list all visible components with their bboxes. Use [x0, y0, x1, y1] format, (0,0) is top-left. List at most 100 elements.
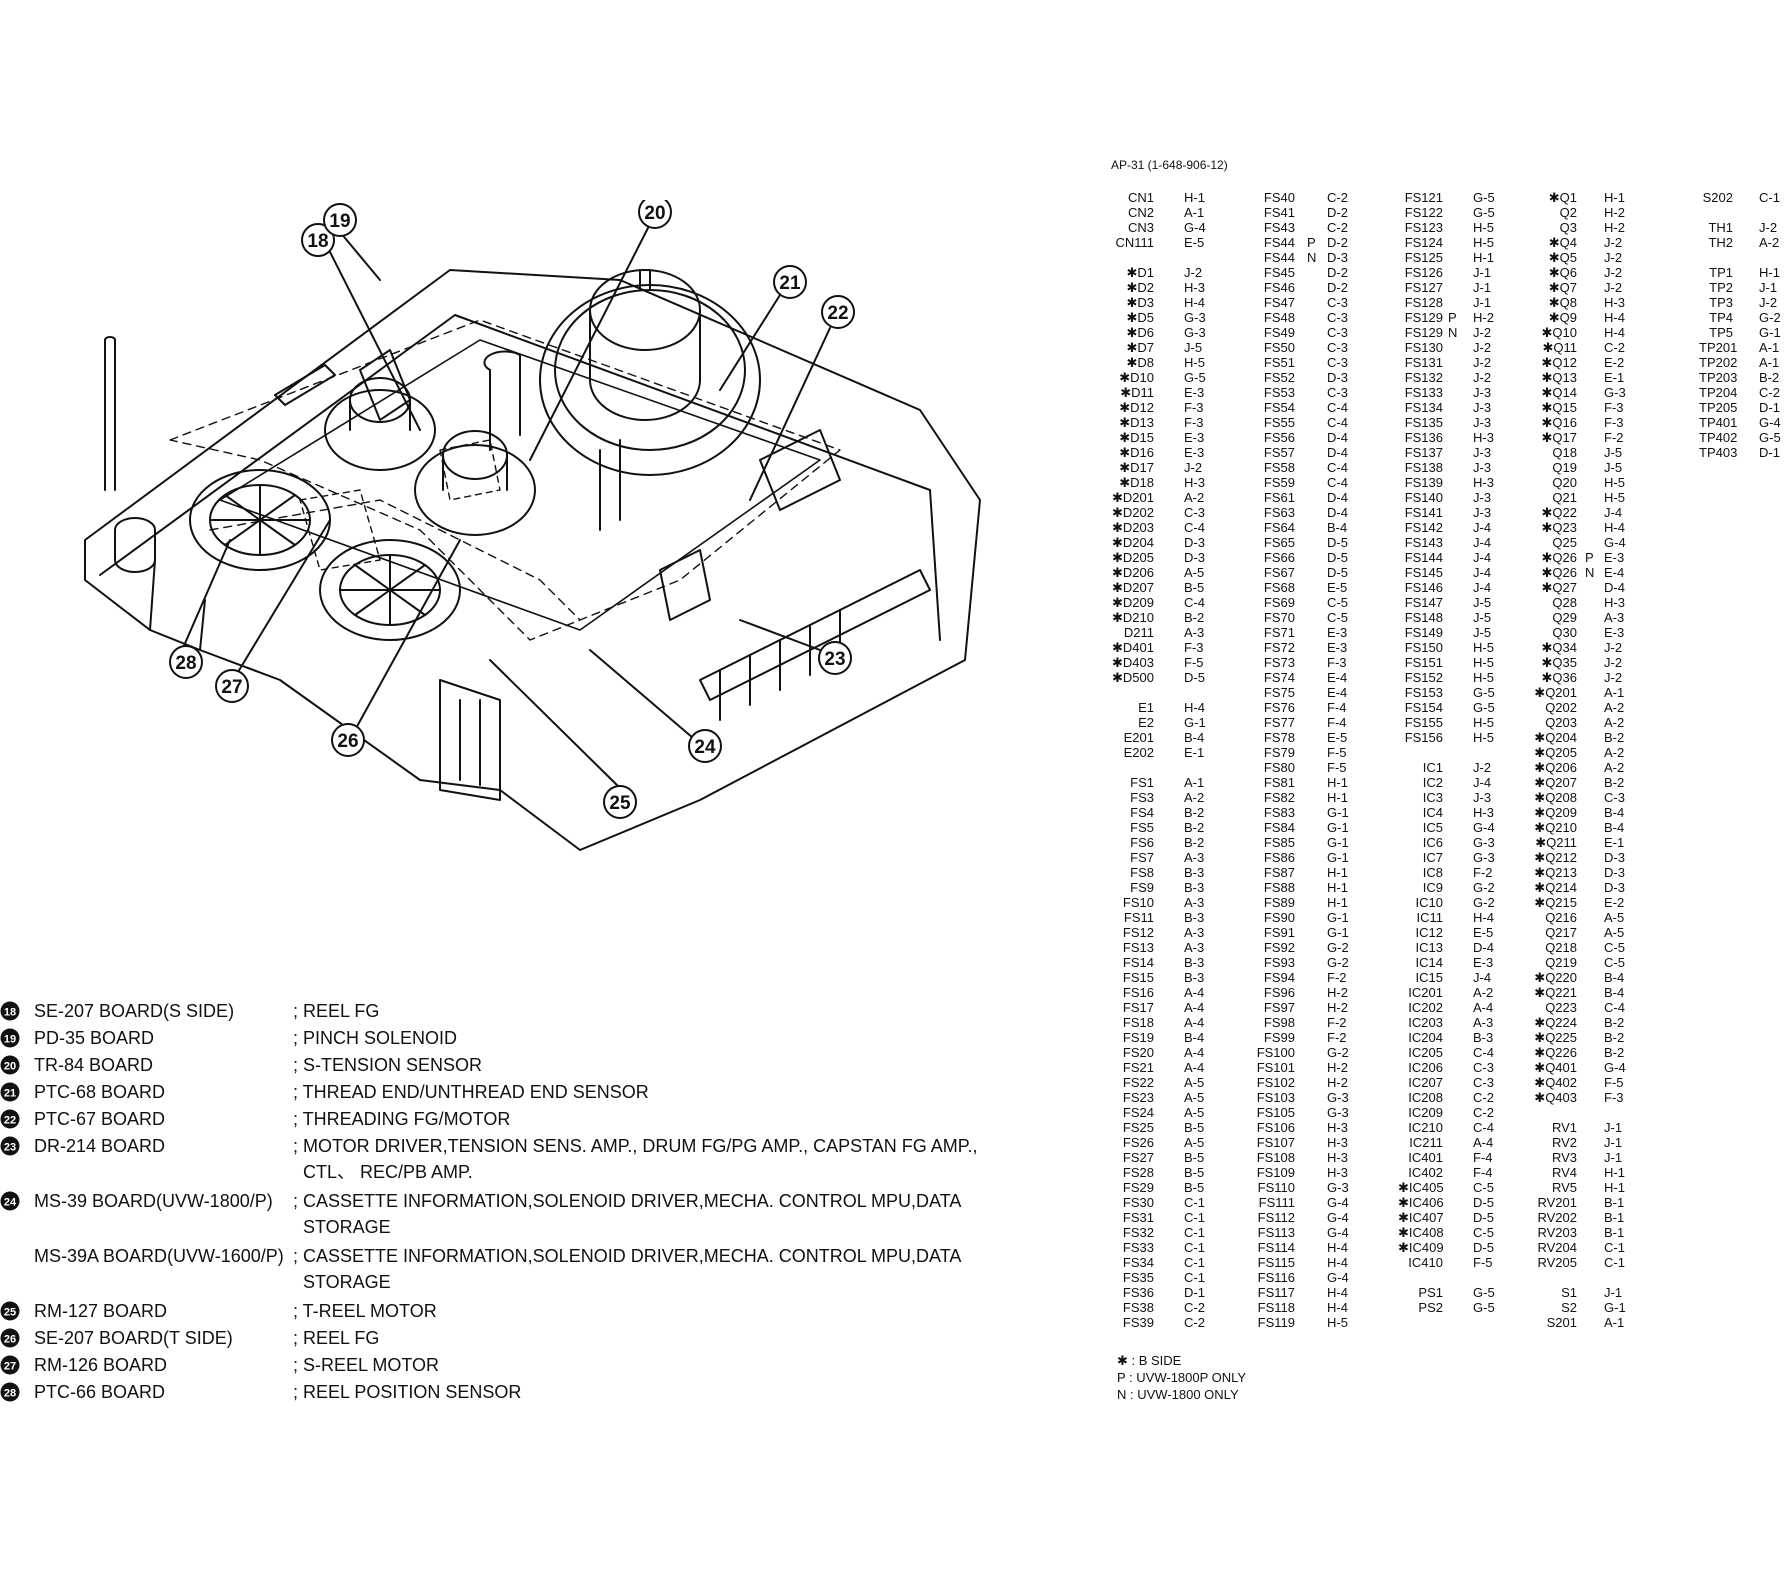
part-location: G-1 — [1604, 1300, 1626, 1315]
part-location: A-2 — [1604, 745, 1625, 760]
part-ref: FS59 — [1263, 475, 1295, 490]
part-ref: ✱IC407 — [1398, 1210, 1444, 1225]
part-location: H-4 — [1184, 700, 1205, 715]
part-location: J-2 — [1184, 460, 1203, 475]
part-ref: FS57 — [1263, 445, 1295, 460]
part-location: B-4 — [1604, 985, 1625, 1000]
part-location: H-4 — [1327, 1300, 1348, 1315]
part-ref: ✱D401 — [1112, 640, 1154, 655]
part-ref: FS93 — [1263, 955, 1295, 970]
legend-board-function: ; S-REEL MOTOR — [293, 1355, 440, 1375]
legend-board-name: MS-39 BOARD(UVW-1800/P) — [34, 1191, 273, 1211]
part-ref: FS13 — [1122, 940, 1154, 955]
part-ref: FS7 — [1130, 850, 1154, 865]
legend-board-function: ; CASSETTE INFORMATION,SOLENOID DRIVER,M… — [293, 1191, 962, 1211]
svg-text:22: 22 — [4, 1115, 16, 1127]
svg-text:23: 23 — [824, 649, 845, 670]
part-ref: FS32 — [1122, 1225, 1154, 1240]
part-variant: P — [1448, 310, 1457, 325]
part-location: H-5 — [1473, 730, 1494, 745]
part-location: H-5 — [1604, 475, 1625, 490]
part-location: C-2 — [1184, 1315, 1205, 1330]
part-ref: ✱D210 — [1112, 610, 1154, 625]
callout-24: 24 — [688, 729, 722, 763]
part-location: G-4 — [1327, 1225, 1349, 1240]
part-location: J-4 — [1473, 520, 1492, 535]
part-ref: FS84 — [1263, 820, 1295, 835]
part-location: G-3 — [1184, 310, 1206, 325]
part-ref: FS139 — [1404, 475, 1443, 490]
part-ref: FS52 — [1263, 370, 1295, 385]
part-location: J-3 — [1473, 490, 1492, 505]
part-location: C-3 — [1604, 790, 1625, 805]
part-location: B-4 — [1604, 805, 1625, 820]
part-location: D-5 — [1473, 1240, 1494, 1255]
part-ref: PS2 — [1418, 1300, 1443, 1315]
part-location: E-3 — [1184, 445, 1205, 460]
part-ref: FS30 — [1122, 1195, 1154, 1210]
part-location: D-4 — [1327, 505, 1348, 520]
svg-text:18: 18 — [4, 1007, 16, 1019]
part-ref: ✱Q220 — [1534, 970, 1577, 985]
part-location: H-1 — [1604, 1180, 1625, 1195]
part-ref: ✱Q34 — [1541, 640, 1577, 655]
part-ref: ✱D203 — [1112, 520, 1154, 535]
part-location: C-2 — [1327, 220, 1348, 235]
part-location: J-1 — [1604, 1135, 1623, 1150]
part-ref: FS85 — [1263, 835, 1295, 850]
legend-board-function-cont: STORAGE — [303, 1217, 391, 1237]
part-ref: ✱Q224 — [1534, 1015, 1577, 1030]
part-location: G-1 — [1327, 835, 1349, 850]
part-location: C-2 — [1473, 1090, 1494, 1105]
part-ref: IC11 — [1416, 910, 1444, 925]
part-location: H-2 — [1327, 1000, 1348, 1015]
part-location: B-3 — [1184, 880, 1205, 895]
part-ref: FS151 — [1404, 655, 1443, 670]
part-ref: IC8 — [1422, 865, 1443, 880]
part-ref: FS113 — [1257, 1225, 1295, 1240]
part-location: C-2 — [1473, 1105, 1494, 1120]
legend-number-badge: 27 — [0, 1354, 24, 1376]
part-location: D-5 — [1184, 670, 1205, 685]
part-ref: RV3 — [1551, 1150, 1577, 1165]
part-ref: FS61 — [1263, 490, 1295, 505]
part-location: E-5 — [1327, 730, 1348, 745]
svg-text:20: 20 — [644, 203, 665, 224]
part-ref: IC207 — [1408, 1075, 1443, 1090]
